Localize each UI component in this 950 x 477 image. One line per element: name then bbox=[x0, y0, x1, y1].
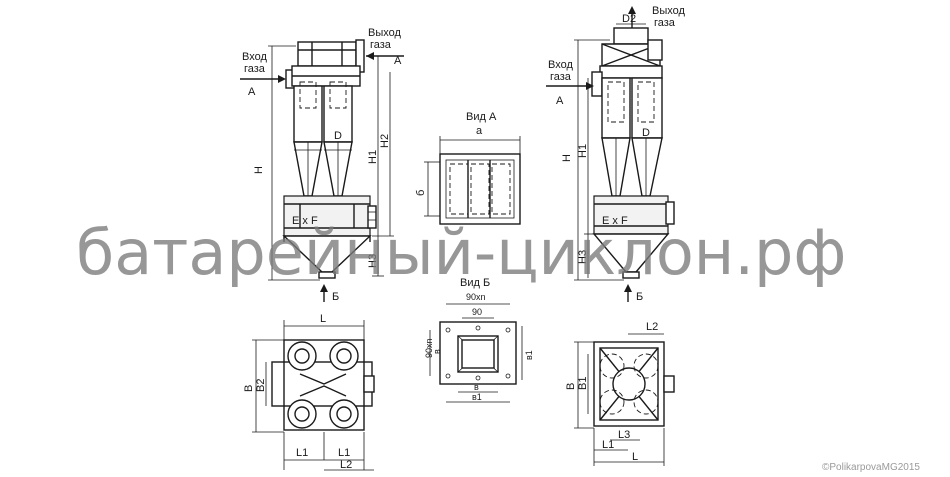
label-vhod-1: Вход bbox=[242, 51, 267, 63]
label-90: 90 bbox=[472, 307, 482, 317]
label-vyhod-1: Выход bbox=[368, 27, 401, 39]
inlet-flange-right bbox=[591, 71, 603, 97]
label-a-right: А bbox=[394, 55, 402, 67]
label-b1-right-dim: B1 bbox=[577, 377, 589, 390]
right-front-view: D2 D E x F H H1 bbox=[546, 5, 685, 303]
label-v1-right: в1 bbox=[524, 350, 534, 360]
label-vhod-2: газа bbox=[244, 63, 266, 75]
label-h3: H3 bbox=[367, 254, 379, 268]
label-v-bottom: в bbox=[474, 382, 479, 392]
label-b6: б bbox=[415, 190, 427, 196]
label-vhod-r1: Вход bbox=[548, 59, 573, 71]
label-l3: L3 bbox=[618, 429, 630, 441]
label-l2-right: L2 bbox=[646, 321, 658, 333]
label-vyhod-2: газа bbox=[370, 39, 392, 51]
label-b-right: Б bbox=[636, 291, 643, 303]
label-d-right: D bbox=[642, 127, 650, 139]
label-a-r: А bbox=[556, 95, 564, 107]
label-vid-b: Вид Б bbox=[460, 277, 490, 289]
label-b-right-dim: B bbox=[565, 383, 577, 390]
label-h-right: H bbox=[561, 154, 573, 162]
label-exf: E x F bbox=[292, 215, 318, 227]
outlet-box bbox=[297, 41, 357, 67]
right-plan-view: L2 B B1 L3 L1 L bbox=[565, 321, 675, 466]
label-h3-right: H3 bbox=[577, 250, 589, 264]
label-l1-right: L1 bbox=[602, 439, 614, 451]
label-b-left: Б bbox=[332, 291, 339, 303]
view-b: Вид Б 90хn 90 90хn в в1 в в1 bbox=[424, 277, 534, 403]
label-a-dim: а bbox=[476, 125, 483, 137]
watermark-text: батарейный-циклон.рф bbox=[76, 216, 846, 289]
label-vyhod-r1: Выход bbox=[652, 5, 685, 17]
label-h1-right: H1 bbox=[577, 144, 589, 158]
label-l2-left: L2 bbox=[340, 459, 352, 471]
left-plan-view: L B B2 L1 L1 L2 bbox=[243, 313, 375, 471]
cyclone-left bbox=[293, 85, 323, 143]
label-v1-bottom: в1 bbox=[472, 392, 482, 402]
label-vid-a: Вид А bbox=[466, 111, 497, 123]
label-b-dim: B bbox=[243, 385, 255, 392]
label-l1-b: L1 bbox=[338, 447, 350, 459]
label-a-left: А bbox=[248, 86, 256, 98]
left-front-view: E x F D H H1 H2 H3 Вход газа А Выход газ… bbox=[240, 27, 404, 303]
label-l-top: L bbox=[320, 313, 326, 325]
label-l1-a: L1 bbox=[296, 447, 308, 459]
label-v-left: в bbox=[432, 349, 442, 354]
copyright-text: ©PolikarpovaMG2015 bbox=[822, 462, 920, 473]
label-vyhod-r2: газа bbox=[654, 17, 676, 29]
label-h: H bbox=[253, 166, 265, 174]
label-h1: H1 bbox=[367, 150, 379, 164]
label-d2: D2 bbox=[622, 13, 636, 25]
view-a: Вид А а б bbox=[415, 111, 521, 225]
label-90n-v: 90хn bbox=[424, 338, 434, 358]
label-vhod-r2: газа bbox=[550, 71, 572, 83]
label-exf-right: E x F bbox=[602, 215, 628, 227]
view-a-frame bbox=[439, 153, 521, 225]
label-l-right: L bbox=[632, 451, 638, 463]
label-d: D bbox=[334, 130, 342, 142]
label-h2: H2 bbox=[379, 134, 391, 148]
label-90n: 90хn bbox=[466, 292, 486, 302]
outlet-pipe bbox=[613, 27, 649, 45]
label-b2-dim: B2 bbox=[255, 379, 267, 392]
